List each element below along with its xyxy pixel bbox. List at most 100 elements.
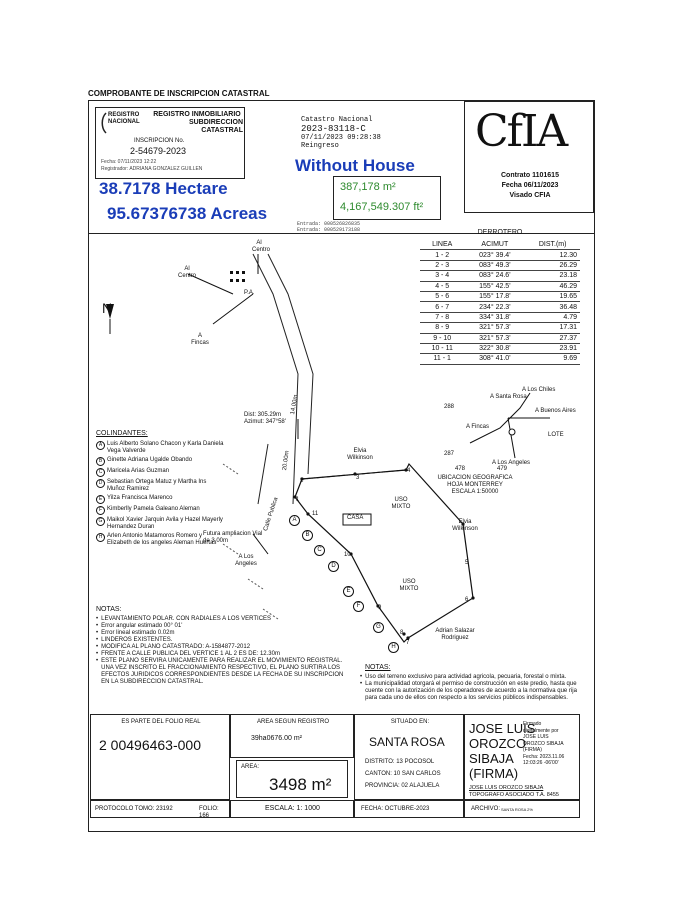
nota-item: •MODIFICA AL PLANO CATASTRADO: A-1584877… (96, 644, 346, 651)
colindante-key: D (96, 479, 105, 488)
sig-name1: JOSE LUIS (469, 721, 536, 736)
row-dist: 12.30 (525, 249, 580, 261)
nota-item: •Error angular estimado 00° 01' (96, 623, 346, 630)
nota-text: Error angular estimado 00° 01' (101, 623, 183, 629)
nota-item: •La municipalidad otorgará el permiso de… (360, 681, 582, 702)
label-uso-2: USO MIXTO (399, 579, 419, 592)
bullet-icon: • (96, 616, 99, 622)
situado-value: SANTA ROSA (369, 735, 445, 749)
ft2-value: 4,167,549.307 ft² (340, 201, 424, 213)
row-acimut: 083° 24.6' (464, 270, 526, 282)
folio-real-number: 2 00496463-000 (99, 737, 201, 753)
protocolo: PROTOCOLO TOMO: 23192 (95, 806, 173, 812)
header-divider (89, 233, 594, 234)
sig-name2: OROZCO (469, 736, 527, 751)
catastro-number: 2023-83118-C (301, 124, 366, 134)
sig-d6: Fecha: 2023.11.06 (523, 753, 565, 760)
area-registro-box: AREA SEGUN REGISTRO 39ha0676.00 m² (230, 714, 354, 758)
colindante-name: Ginette Adriana Ugalde Obando (107, 457, 193, 463)
without-house-label: Without House (295, 156, 415, 175)
nota-text: LINDEROS EXISTENTES. (101, 637, 173, 643)
label-azimut: Azimut: 347°58' (244, 419, 286, 425)
sig-d5: (FIRMA) (523, 747, 542, 753)
catastro-block: Catastro Nacional 2023-83118-C 07/11/202… (301, 116, 381, 150)
topografo-license: TOPOGRAFO ASOCIADO T.A. 8455 (469, 791, 559, 798)
inscripcion-label: INSCRIPCION No. (134, 138, 185, 144)
registro-logo: REGISTRO NACIONAL (100, 112, 146, 138)
colindante-name: Luis Alberto Solano Chacon y Karla Danie… (107, 441, 224, 454)
registro-title2: SUBDIRECCION (188, 119, 243, 126)
vertex-label: 1 (296, 497, 300, 503)
neighbor-marker: D (328, 561, 339, 572)
archivo-label: ARCHIVO: (471, 806, 501, 812)
loc-los-chiles: A Los Chiles (522, 387, 556, 393)
inscripcion-number: 2-54679-2023 (130, 146, 187, 156)
area-label: AREA: (241, 764, 260, 770)
es-parte-label: ES PARTE DEL FOLIO REAL (121, 719, 201, 725)
road-edge-left (252, 253, 299, 505)
col-acimut: ACIMUT (464, 240, 526, 251)
row-acimut: 234° 22.3' (464, 301, 526, 313)
row-dist: 27.37 (525, 333, 580, 344)
signer-name: JOSE LUIS OROZCO SIBAJA (FIRMA) (469, 721, 535, 781)
row-linea: 10 - 11 (420, 343, 465, 355)
loc-479: 479 (497, 466, 508, 472)
row-acimut: 321° 57.3' (464, 322, 526, 334)
entrada2: Entrada: 000529173188 (297, 227, 361, 233)
nota-text: Error lineal estimado 0.02m (101, 630, 175, 636)
vertex-label: 10 (344, 552, 351, 558)
vertex-label: 6 (465, 597, 469, 603)
nota-item: •Uso del terreno exclusivo para activida… (360, 674, 582, 681)
sig-d1: Firmado (523, 721, 542, 727)
area-segun-value: 39ha0676.00 m² (251, 735, 302, 742)
nota-item: •LINDEROS EXISTENTES. (96, 637, 346, 644)
bullet-icon: • (360, 674, 363, 680)
colindante-name: Kimberlly Pamela Galeano Aleman (107, 506, 200, 512)
canton: CANTON: 10 SAN CARLOS (365, 771, 441, 777)
label-elvia-1: Elvia Wilkinson (347, 448, 373, 461)
neighbor-marker: F (353, 601, 364, 612)
notas-left-list: •LEVANTAMIENTO POLAR. CON RADIALES A LOS… (96, 616, 346, 686)
nota-text: ESTE PLANO SERVIRA UNICAMENTE PARA REALI… (101, 658, 344, 685)
escala-box: ESCALA: 1: 1000 (230, 800, 354, 818)
folio-box: ES PARTE DEL FOLIO REAL 2 00496463-000 (90, 714, 230, 800)
area-value: 3498 m² (269, 775, 332, 794)
row-dist: 23.91 (525, 343, 580, 355)
area-box: AREA: 3498 m² (236, 760, 348, 798)
row-acimut: 023° 39.4' (464, 249, 526, 261)
bullet-icon: • (96, 630, 99, 636)
row-dist: 17.31 (525, 322, 580, 334)
cfia-stamp: CfIA Contrato 1101615 Fecha 06/11/2023 V… (464, 101, 594, 213)
distrito: DISTRITO: 13 POCOSOL (365, 759, 435, 765)
catastro-date: 07/11/2023 09:28:38 (301, 134, 381, 142)
arrow-al-centro-left (187, 273, 234, 295)
archivo-box: ARCHIVO: SANTA ROSA 2% (464, 800, 580, 818)
loc-title: UBICACION GEOGRAFICA HOJA MONTERREY ESCA… (425, 475, 525, 496)
notas-right-title: NOTAS: (365, 664, 391, 671)
label-pa: P.A. (244, 290, 255, 296)
loc-fincas: A Fincas (466, 424, 490, 430)
vertex-label: 5 (465, 560, 469, 566)
loc-buenos-aires: A Buenos Aires (535, 408, 576, 414)
digital-signature: Firmado digitalmente por JOSE LUIS OROZC… (523, 721, 564, 767)
bullet-icon: • (96, 651, 99, 657)
nota-text: LEVANTAMIENTO POLAR. CON RADIALES A LOS … (101, 616, 272, 622)
derrotero-title: DERROTERO (477, 229, 523, 236)
loc-los-angeles: A Los Angeles (492, 460, 531, 466)
row-acimut: 155° 42.5' (464, 281, 526, 292)
derrotero-header-row: LINEA ACIMUT DIST.(m) (420, 240, 580, 251)
m2-value: 387,178 m² (340, 181, 396, 193)
north-label: N (102, 300, 113, 316)
label-casa: CASA (347, 515, 364, 521)
row-dist: 36.48 (525, 301, 580, 313)
area-segun-label: AREA SEGUN REGISTRO (256, 719, 329, 725)
